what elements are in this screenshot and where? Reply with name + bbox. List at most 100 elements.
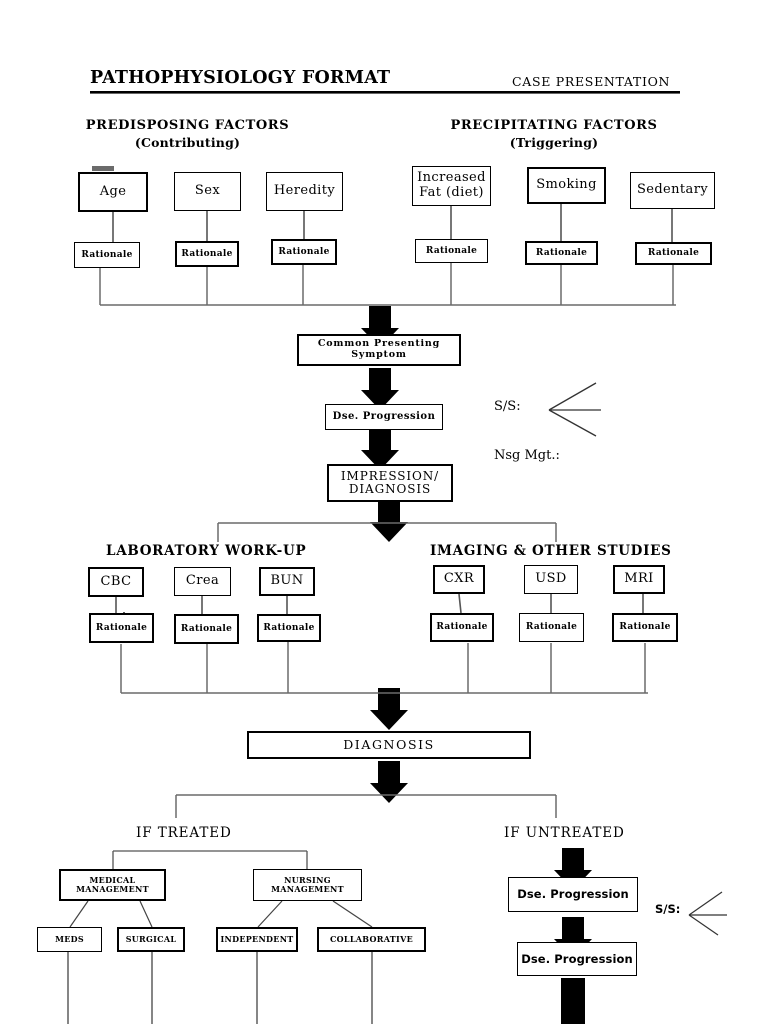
rationale-box-sedentary[interactable]: Rationale: [635, 242, 712, 265]
management-label: MEDICAL MANAGEMENT: [76, 875, 149, 894]
laboratory-workup-heading: LABORATORY WORK-UP: [106, 543, 307, 559]
test-box-cbc[interactable]: CBC: [88, 567, 144, 597]
test-label: Crea: [185, 573, 220, 589]
surgical-box[interactable]: SURGICAL: [117, 927, 185, 952]
rationale-box-smoking[interactable]: Rationale: [525, 241, 598, 265]
common-presenting-symptom-box[interactable]: Common Presenting Symptom: [297, 334, 461, 366]
rationale-box-cxr[interactable]: Rationale: [430, 613, 494, 642]
factor-box-sedentary[interactable]: Sedentary: [630, 172, 715, 209]
predisposing-heading-sub: (Contributing): [134, 135, 241, 150]
diagnosis-label: DIAGNOSIS: [343, 737, 435, 752]
factor-label: Smoking: [536, 177, 597, 193]
impression-diagnosis-box[interactable]: IMPRESSION/ DIAGNOSIS: [327, 464, 453, 502]
test-box-crea[interactable]: Crea: [174, 567, 231, 596]
rationale-box-age[interactable]: Rationale: [74, 242, 140, 268]
rationale-label: Rationale: [81, 249, 133, 260]
rationale-box-crea[interactable]: Rationale: [174, 614, 239, 644]
if-untreated-label: IF UNTREATED: [504, 825, 625, 841]
nursing-management-label: Nsg Mgt.:: [494, 448, 560, 463]
rationale-label: Rationale: [181, 248, 233, 259]
factor-label: Age: [99, 183, 127, 199]
nursing-management-box[interactable]: NURSING MANAGEMENT: [253, 869, 362, 901]
workup-split: [217, 522, 557, 542]
outcome-split: [175, 794, 557, 818]
test-label: CXR: [443, 571, 475, 587]
rationale-label: Rationale: [436, 622, 488, 633]
factor-box-increased-fat[interactable]: Increased Fat (diet): [412, 166, 491, 206]
test-label: BUN: [270, 573, 304, 589]
rationale-label: Rationale: [278, 246, 330, 257]
factor-box-smoking[interactable]: Smoking: [527, 167, 606, 204]
signs-symptoms-fan-upper: [548, 382, 601, 437]
test-label: USD: [535, 571, 567, 587]
test-box-cxr[interactable]: CXR: [433, 565, 485, 594]
meds-box[interactable]: MEDS: [37, 927, 102, 952]
precipitating-column-heading: PRECIPITATING FACTORS (Triggering): [448, 118, 660, 150]
child-label: COLLABORATIVE: [330, 934, 413, 945]
untreated-dse-progression-box-2[interactable]: Dse. Progression: [517, 942, 637, 976]
dse-progression-label: Dse. Progression: [332, 411, 436, 423]
rationale-label: Rationale: [425, 245, 478, 256]
medical-management-box[interactable]: MEDICAL MANAGEMENT: [59, 869, 166, 901]
rationale-box-usd[interactable]: Rationale: [519, 613, 584, 642]
test-label: MRI: [624, 571, 654, 587]
signs-symptoms-label-upper: S/S:: [494, 399, 521, 414]
rationale-drops-top: [99, 263, 674, 305]
independent-box[interactable]: INDEPENDENT: [216, 927, 298, 952]
predisposing-column-heading: PREDISPOSING FACTORS (Contributing): [85, 118, 290, 150]
page-subtitle: CASE PRESENTATION: [512, 74, 671, 89]
predisposing-heading-main: PREDISPOSING FACTORS: [85, 118, 290, 133]
signs-symptoms-label-lower: S/S:: [655, 902, 681, 916]
rationale-label: Rationale: [95, 622, 148, 633]
management-diagonals: [69, 900, 373, 928]
test-stems: [115, 593, 644, 614]
test-box-usd[interactable]: USD: [524, 565, 578, 594]
child-label: SURGICAL: [125, 934, 177, 945]
rationale-box-heredity[interactable]: Rationale: [271, 239, 337, 265]
if-treated-label: IF TREATED: [136, 825, 232, 841]
collaborative-box[interactable]: COLLABORATIVE: [317, 927, 426, 952]
rationale-label: Rationale: [263, 622, 315, 633]
signs-symptoms-fan-lower: [688, 891, 727, 936]
imaging-studies-heading: IMAGING & OTHER STUDIES: [430, 543, 672, 559]
rationale-label: Rationale: [180, 623, 233, 634]
rationale-label: Rationale: [647, 248, 700, 259]
rationale-drops-workup: [120, 642, 646, 693]
common-symptom-label: Common Presenting Symptom: [317, 338, 441, 360]
precipitating-heading-main: PRECIPITATING FACTORS: [450, 118, 658, 133]
rationale-box-cbc[interactable]: Rationale: [89, 613, 154, 643]
rationale-box-mri[interactable]: Rationale: [612, 613, 678, 642]
precipitating-heading-sub: (Triggering): [509, 135, 599, 150]
factor-label: Sedentary: [636, 182, 709, 198]
child-tails: [67, 952, 373, 1024]
untreated-dse-progression-box-1[interactable]: Dse. Progression: [508, 877, 638, 912]
rationale-box-increased-fat[interactable]: Rationale: [415, 239, 488, 263]
untreated-step-label: Dse. Progression: [521, 951, 633, 966]
factor-label: Sex: [194, 183, 221, 199]
untreated-step-label: Dse. Progression: [517, 887, 629, 902]
impression-label: IMPRESSION/ DIAGNOSIS: [340, 468, 440, 496]
factor-box-age[interactable]: Age: [78, 172, 148, 212]
bottom-arrow-shaft: [561, 978, 585, 1024]
test-box-mri[interactable]: MRI: [613, 565, 665, 594]
child-label: MEDS: [55, 934, 84, 945]
factor-label: Increased Fat (diet): [417, 170, 486, 200]
rationale-box-sex[interactable]: Rationale: [175, 241, 239, 267]
treated-split: [112, 850, 308, 869]
rationale-label: Rationale: [525, 622, 578, 633]
scan-artifact-mark: [92, 166, 114, 171]
factor-label: Heredity: [273, 183, 336, 199]
dse-progression-box-upper[interactable]: Dse. Progression: [325, 404, 443, 430]
factor-box-heredity[interactable]: Heredity: [266, 172, 343, 211]
child-label: INDEPENDENT: [220, 934, 294, 945]
rationale-label: Rationale: [619, 622, 671, 633]
factor-box-sex[interactable]: Sex: [174, 172, 241, 211]
diagnosis-box[interactable]: DIAGNOSIS: [247, 731, 531, 759]
rationale-label: Rationale: [535, 247, 588, 258]
test-label: CBC: [100, 573, 132, 589]
management-label: NURSING MANAGEMENT: [271, 875, 344, 894]
header-rule: [90, 91, 680, 94]
test-box-bun[interactable]: BUN: [259, 567, 315, 596]
rationale-box-bun[interactable]: Rationale: [257, 614, 321, 642]
